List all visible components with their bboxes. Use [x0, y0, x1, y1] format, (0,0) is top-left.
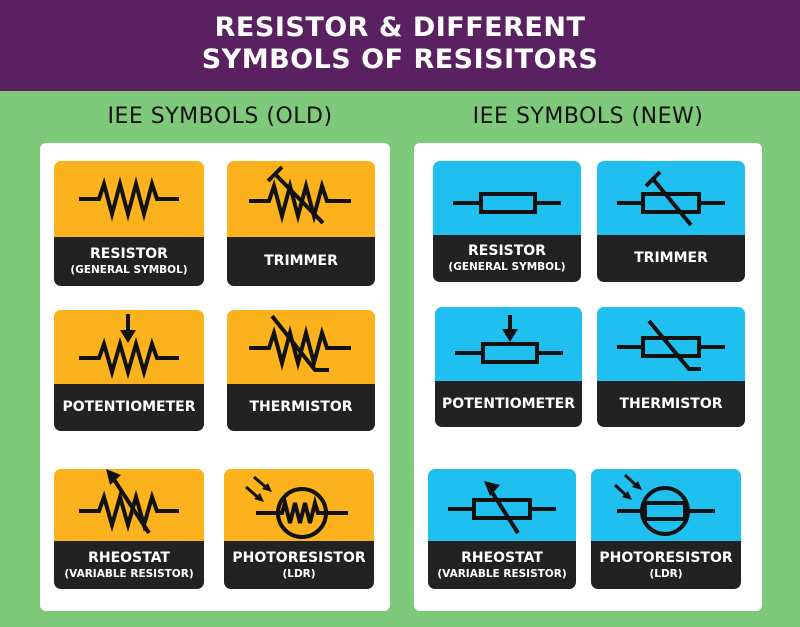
card-label: RESISTOR	[90, 246, 168, 262]
card-sublabel: (GENERAL SYMBOL)	[448, 261, 566, 273]
card-sublabel: (GENERAL SYMBOL)	[70, 264, 188, 276]
old-column-title: IEE SYMBOLS (OLD)	[107, 104, 333, 129]
new-symbols-panel: RESISTOR (GENERAL SYMBOL) TRIMMER POTENT…	[414, 143, 762, 611]
thermistor-rectangle-icon	[617, 319, 725, 371]
old-card-resistor: RESISTOR (GENERAL SYMBOL)	[54, 161, 204, 286]
resistor-zigzag-icon	[79, 176, 179, 222]
resistor-rectangle-icon	[453, 192, 561, 214]
old-card-photoresistor: PHOTORESISTOR (LDR)	[224, 469, 374, 589]
trimmer-zigzag-icon	[249, 165, 351, 225]
photoresistor-zigzag-icon	[245, 475, 348, 539]
header-title-line-1: RESISTOR & DIFFERENT	[214, 12, 586, 43]
new-card-trimmer: TRIMMER	[597, 161, 745, 282]
card-label: POTENTIOMETER	[62, 399, 196, 415]
old-symbols-panel: RESISTOR (GENERAL SYMBOL) TRIMMER POTENT…	[40, 143, 390, 611]
card-label: TRIMMER	[634, 250, 708, 266]
new-card-rheostat: RHEOSTAT (VARIABLE RESISTOR)	[428, 469, 576, 589]
rheostat-zigzag-icon	[79, 469, 179, 535]
card-sublabel: (LDR)	[282, 567, 316, 580]
header-title-line-2: SYMBOLS OF RESISITORS	[201, 44, 599, 75]
card-label: PHOTORESISTOR	[599, 549, 733, 566]
new-column-title: IEE SYMBOLS (NEW)	[472, 104, 704, 129]
card-sublabel: (VARIABLE RESISTOR)	[437, 567, 567, 580]
card-label: THERMISTOR	[249, 399, 353, 415]
potentiometer-rectangle-icon	[455, 315, 563, 364]
old-card-potentiometer: POTENTIOMETER	[54, 310, 204, 431]
card-label: POTENTIOMETER	[441, 395, 576, 412]
new-card-photoresistor: PHOTORESISTOR (LDR)	[591, 469, 741, 589]
card-label: RHEOSTAT	[88, 549, 170, 566]
photoresistor-rectangle-icon	[613, 473, 715, 536]
card-label: THERMISTOR	[619, 395, 723, 412]
rheostat-rectangle-icon	[448, 481, 556, 535]
old-card-thermistor: THERMISTOR	[227, 310, 375, 431]
new-card-resistor: RESISTOR (GENERAL SYMBOL)	[433, 161, 581, 282]
old-card-rheostat: RHEOSTAT (VARIABLE RESISTOR)	[54, 469, 204, 589]
card-label: TRIMMER	[264, 253, 338, 269]
card-label: RESISTOR	[468, 243, 546, 259]
new-card-thermistor: THERMISTOR	[597, 307, 745, 427]
thermistor-zigzag-icon	[249, 314, 351, 372]
card-label: PHOTORESISTOR	[232, 549, 366, 566]
card-label: RHEOSTAT	[461, 549, 543, 566]
card-sublabel: (LDR)	[649, 567, 683, 580]
page-header: RESISTOR & DIFFERENT SYMBOLS OF RESISITO…	[0, 0, 800, 91]
new-card-potentiometer: POTENTIOMETER	[435, 307, 582, 427]
old-card-trimmer: TRIMMER	[227, 161, 375, 286]
potentiometer-zigzag-icon	[79, 314, 179, 380]
card-sublabel: (VARIABLE RESISTOR)	[64, 567, 194, 580]
trimmer-rectangle-icon	[617, 170, 725, 227]
